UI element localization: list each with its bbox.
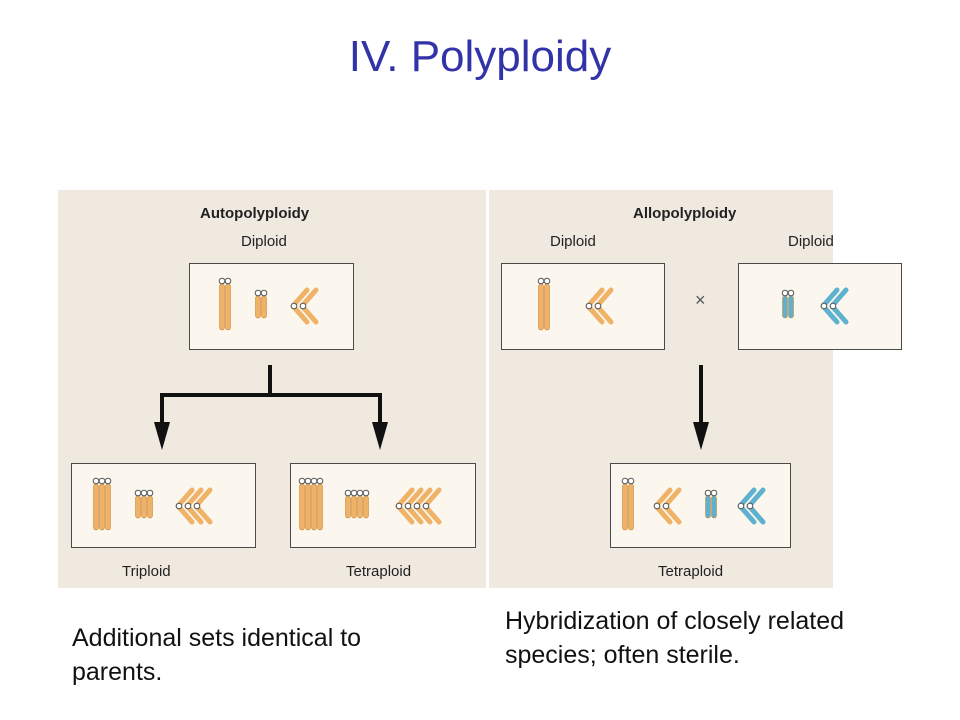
allo-diploid-right-box bbox=[738, 263, 902, 350]
allo-diploid-left-box bbox=[501, 263, 665, 350]
caption-allopolyploidy: Hybridization of closely related species… bbox=[505, 607, 845, 669]
allo-tetraploid-box bbox=[610, 463, 791, 548]
allo-diploid-right-label: Diploid bbox=[788, 233, 834, 250]
chromosome-art bbox=[92, 277, 849, 531]
slide-title: IV. Polyploidy bbox=[348, 32, 612, 81]
autopolyploidy-heading: Autopolyploidy bbox=[200, 205, 310, 222]
chromosome-groups bbox=[92, 277, 849, 531]
triploid-chromosomes bbox=[92, 477, 213, 531]
allo-right-chromosomes bbox=[781, 287, 849, 325]
auto-diploid-chromosomes bbox=[218, 277, 319, 331]
allo-left-chromosomes bbox=[537, 277, 614, 331]
allo-arrow-head bbox=[693, 422, 709, 450]
auto-arrow-stem bbox=[160, 365, 382, 428]
allo-tetraploid-chromosomes bbox=[621, 477, 766, 531]
panel-divider bbox=[486, 190, 489, 588]
auto-diploid-label: Diploid bbox=[241, 233, 287, 250]
allo-diploid-left-label: Diploid bbox=[550, 233, 596, 250]
polyploidy-figure: Autopolyploidy Diploid Allopolyploidy Di… bbox=[58, 190, 902, 588]
allo-tetraploid-label: Tetraploid bbox=[658, 563, 724, 580]
cross-symbol: × bbox=[695, 290, 706, 310]
arrows bbox=[154, 365, 709, 450]
allopolyploidy-heading: Allopolyploidy bbox=[633, 205, 737, 222]
auto-tetraploid-label: Tetraploid bbox=[346, 563, 412, 580]
caption-autopolyploidy: Additional sets identical to parents. bbox=[72, 624, 362, 686]
auto-diploid-box bbox=[189, 263, 354, 350]
auto-arrow-head-right bbox=[372, 422, 388, 450]
auto-arrow-head-left bbox=[154, 422, 170, 450]
triploid-label: Triploid bbox=[122, 563, 171, 580]
tetraploid-chromosomes bbox=[298, 477, 442, 531]
